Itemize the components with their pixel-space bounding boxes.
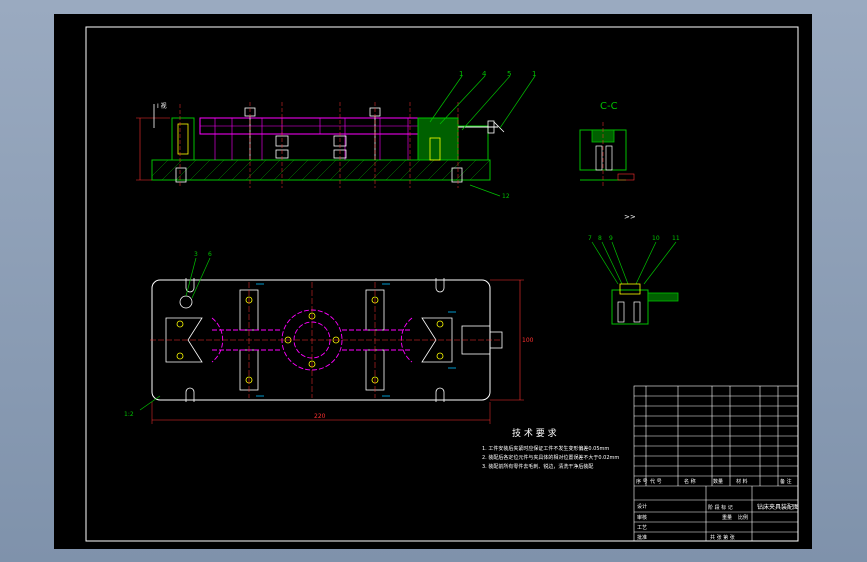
parts-header-code: 代 号 (650, 478, 662, 485)
tech-req-item-3: 3. 装配前所有零件去毛刺、锐边，清洗干净后装配 (482, 463, 593, 470)
title-block-text: 序 号 代 号 名 称 数量 材 料 备 注 钻床夹具装配图 设计 审核 工艺 … (636, 478, 799, 541)
drawing-sheet (54, 14, 812, 549)
parts-header-name: 名 称 (684, 478, 696, 485)
balloon-12: 12 (502, 193, 510, 200)
plan-balloon-3: 3 (194, 251, 198, 258)
plan-view: 220 100 3 6 1:2 (124, 251, 534, 424)
balloon-1: 1 (459, 70, 463, 78)
section-mark-label: I 视 (157, 102, 167, 110)
tech-req-item-1: 1. 工件安装后夹紧时应保证工件不发生变形偏差0.05mm (482, 445, 609, 452)
section-cc-view: C-C (579, 101, 635, 188)
technical-requirements: 技 术 要 求 1. 工件安装后夹紧时应保证工件不发生变形偏差0.05mm 2.… (482, 427, 619, 470)
label-stage: 阶 段 标 记 (708, 504, 733, 511)
parts-header-qty: 数量 (713, 478, 723, 485)
title-block (633, 385, 799, 542)
tech-req-title: 技 术 要 求 (512, 427, 557, 439)
sheet-text: 共 张 第 张 (710, 534, 735, 541)
label-process: 工艺 (637, 525, 647, 531)
plan-balloon-6: 6 (208, 251, 212, 258)
detail-view: >> 7 8 9 10 11 (588, 213, 680, 325)
label-weight: 重量 (722, 514, 732, 521)
detail-balloon-7: 7 (588, 235, 592, 242)
label-design: 设计 (637, 503, 647, 510)
detail-view-title: >> (624, 213, 636, 221)
parts-header-remark: 备 注 (780, 478, 792, 485)
inner-frame (85, 26, 799, 542)
parts-header-no: 序 号 (636, 478, 648, 485)
parts-header-material: 材 料 (736, 478, 748, 485)
detail-balloon-9: 9 (609, 235, 613, 242)
balloon-1b: 1 (532, 70, 536, 78)
detail-balloon-11: 11 (672, 235, 680, 242)
plan-corner-label: 1:2 (124, 411, 134, 418)
label-scale: 比例 (738, 514, 748, 521)
label-review: 审核 (637, 514, 647, 521)
plan-width-dim: 220 (314, 413, 326, 420)
front-view: I 视 1 4 5 1 12 (136, 70, 536, 200)
plan-height-dim: 100 (522, 337, 534, 344)
label-approve: 批准 (637, 534, 647, 541)
detail-balloon-8: 8 (598, 235, 602, 242)
section-cc-title: C-C (600, 101, 618, 112)
drawing-title: 钻床夹具装配图 (757, 503, 799, 511)
tech-req-item-2: 2. 装配后各定位元件与夹具体的相对位置误差不大于0.02mm (482, 454, 619, 461)
balloon-5: 5 (507, 70, 511, 78)
detail-balloon-10: 10 (652, 235, 660, 242)
balloon-4: 4 (482, 70, 487, 78)
